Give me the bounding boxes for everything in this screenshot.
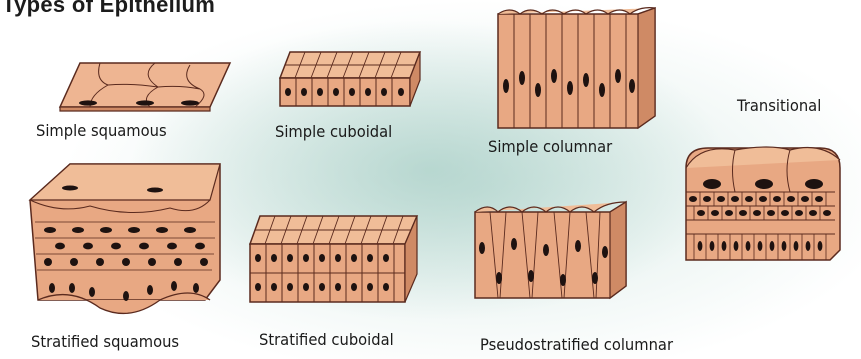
stratified-squamous-illustration (30, 160, 225, 325)
simple-squamous-illustration (60, 55, 235, 115)
transitional-label: Transitional (737, 96, 821, 115)
pseudostratified-columnar-illustration (470, 198, 630, 306)
transitional-illustration (680, 140, 840, 268)
simple-columnar-label: Simple columnar (488, 137, 612, 156)
stratified-cuboidal-illustration (245, 212, 420, 312)
simple-cuboidal-illustration (275, 50, 425, 112)
simple-cuboidal-label: Simple cuboidal (275, 122, 392, 141)
simple-columnar-illustration (490, 6, 660, 134)
simple-squamous-label: Simple squamous (36, 121, 167, 140)
pseudostratified-columnar-label: Pseudostratified columnar (480, 335, 673, 354)
stratified-squamous-label: Stratified squamous (31, 332, 179, 351)
diagram-title: Types of Epithelium (2, 0, 215, 18)
stratified-cuboidal-label: Stratified cuboidal (259, 330, 394, 349)
